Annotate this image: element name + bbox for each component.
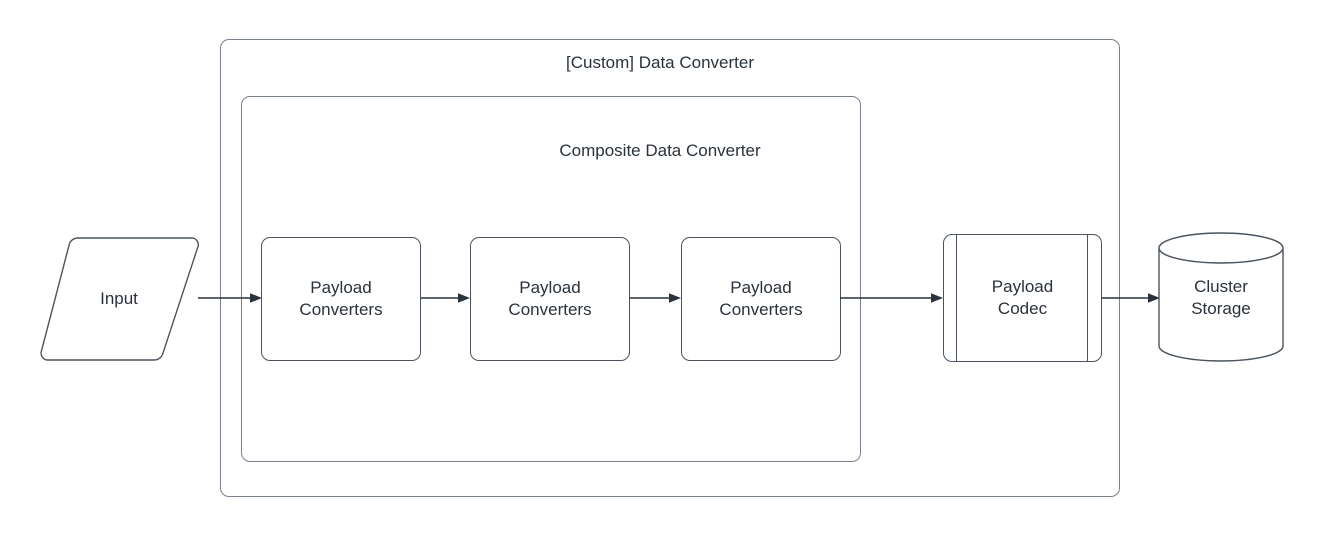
node-payload-converters-1[interactable] [261, 237, 421, 361]
node-payload-converters-2[interactable] [470, 237, 630, 361]
node-payload-converters-3[interactable] [681, 237, 841, 361]
process-bar-left [956, 233, 957, 363]
edge-converter-2-to-3 [630, 290, 683, 306]
container-composite-data-converter-label: Composite Data Converter [559, 141, 761, 160]
edge-converter-1-to-2 [421, 290, 472, 306]
node-input[interactable] [38, 237, 200, 361]
edge-input-to-converter-1 [198, 290, 264, 306]
process-bar-right [1087, 233, 1088, 363]
database-cylinder-icon [1158, 232, 1284, 362]
edge-codec-to-storage [1102, 290, 1162, 306]
node-cluster-storage[interactable] [1157, 232, 1285, 362]
container-custom-data-converter-label: [Custom] Data Converter [565, 53, 754, 72]
parallelogram-icon [40, 237, 200, 361]
edge-converter-3-to-codec [840, 290, 945, 306]
node-payload-codec[interactable] [943, 233, 1102, 363]
